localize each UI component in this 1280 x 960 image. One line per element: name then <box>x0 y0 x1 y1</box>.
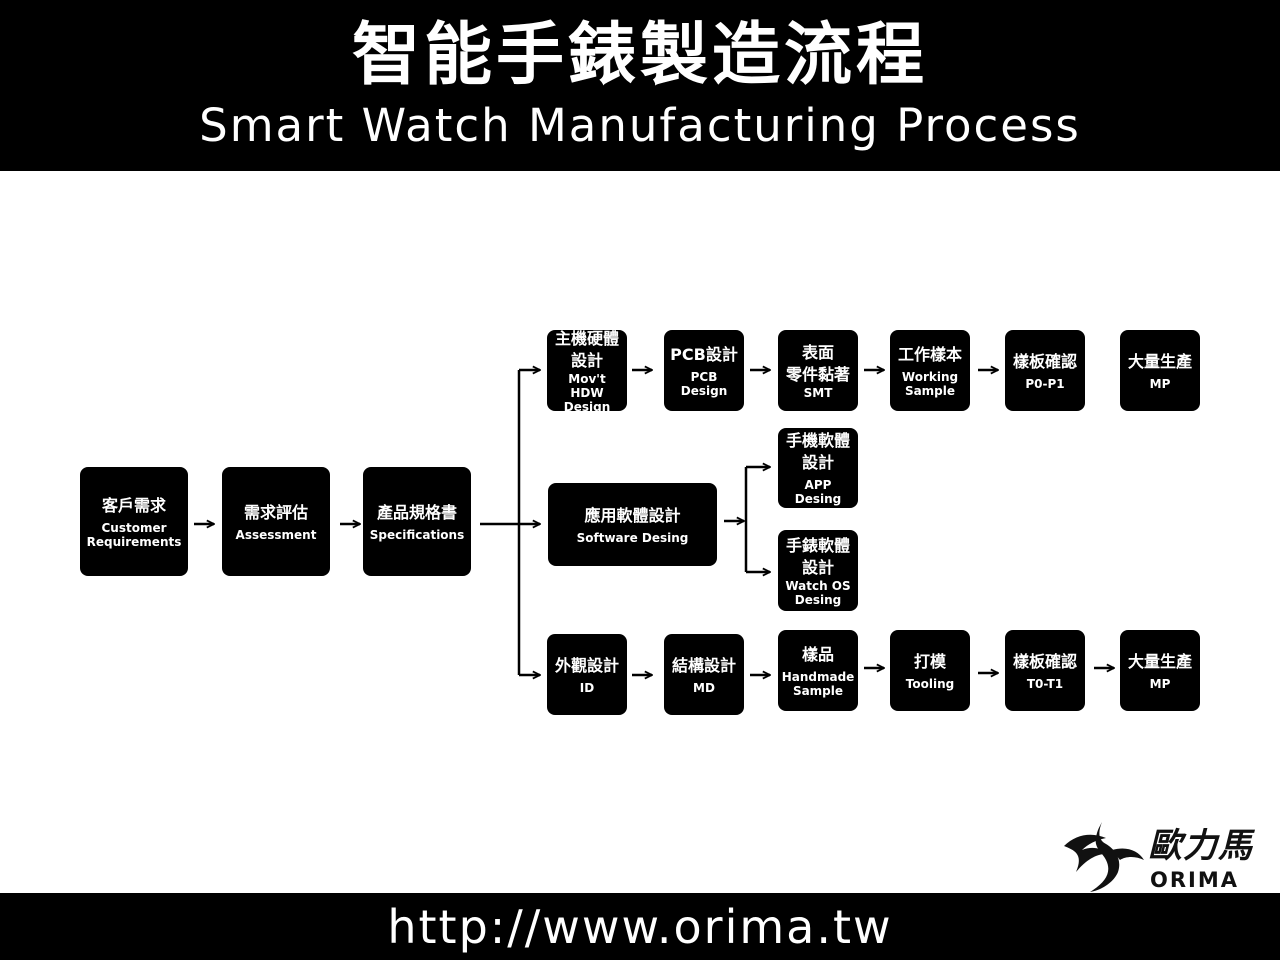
node-app-design: 手機軟體 設計 APP Desing <box>778 428 858 508</box>
node-label-zh: 應用軟體設計 <box>584 505 681 525</box>
node-label-zh: 外觀設計 <box>554 655 619 675</box>
node-label-zh: 表面 零件黏著 <box>785 342 850 384</box>
node-software-design: 應用軟體設計 Software Desing <box>548 483 717 566</box>
node-label-en: MD <box>693 680 715 695</box>
orima-emblem-icon <box>1064 822 1144 892</box>
node-label-en: Customer Requirements <box>86 520 182 549</box>
node-label-zh: 手錶軟體 設計 <box>785 535 850 577</box>
node-mass-production-top: 大量生產 MP <box>1120 330 1200 411</box>
node-label-en: T0-T1 <box>1026 676 1064 691</box>
node-label-zh: 打模 <box>913 651 946 671</box>
logo-text-chinese: 歐力馬 <box>1148 826 1253 866</box>
node-label-zh: 大量生產 <box>1127 351 1192 371</box>
footer-website-link[interactable]: http://www.orima.tw <box>387 900 893 954</box>
node-t0-t1: 樣板確認 T0-T1 <box>1005 630 1085 711</box>
node-label-zh: 手機軟體 設計 <box>785 431 850 472</box>
node-label-en: Assessment <box>235 527 317 542</box>
node-handmade-sample: 樣品 Handmade Sample <box>778 630 858 711</box>
node-assessment: 需求評估 Assessment <box>222 467 330 576</box>
node-pcb-design: PCB設計 PCB Design <box>664 330 744 411</box>
node-label-zh: 產品規格書 <box>376 502 457 522</box>
node-label-en: MP <box>1149 676 1171 691</box>
node-label-en: SMT <box>803 385 833 400</box>
node-label-zh: 需求評估 <box>243 502 308 522</box>
orima-logo: 歐力馬 ORIMA <box>1062 820 1272 894</box>
node-industrial-design: 外觀設計 ID <box>547 634 627 715</box>
node-label-zh: 樣品 <box>801 644 834 664</box>
node-label-zh: 樣板確認 <box>1012 351 1077 371</box>
node-mass-production-bottom: 大量生產 MP <box>1120 630 1200 711</box>
node-label-en: Specifications <box>369 527 465 542</box>
node-p0-p1: 樣板確認 P0-P1 <box>1005 330 1085 411</box>
node-label-zh: 樣板確認 <box>1012 651 1077 671</box>
node-label-en: Working Sample <box>901 369 959 398</box>
node-label-en: P0-P1 <box>1025 376 1065 391</box>
node-tooling: 打模 Tooling <box>890 630 970 711</box>
node-specifications: 產品規格書 Specifications <box>363 467 471 576</box>
node-hdw-design: 主機硬體 設計 Mov't HDW Design <box>547 328 627 414</box>
node-label-zh: PCB設計 <box>670 344 738 364</box>
node-label-en: PCB Design <box>680 369 728 398</box>
node-watch-os-design: 手錶軟體 設計 Watch OS Desing <box>778 530 858 611</box>
node-smt: 表面 零件黏著 SMT <box>778 330 858 411</box>
page-title-english: Smart Watch Manufacturing Process <box>199 99 1081 152</box>
node-label-zh: 工作樣本 <box>897 344 962 364</box>
header-banner: 智能手錶製造流程 Smart Watch Manufacturing Proce… <box>0 0 1280 171</box>
node-label-en: APP Desing <box>794 478 842 506</box>
footer-banner: http://www.orima.tw <box>0 893 1280 960</box>
node-label-en: MP <box>1149 376 1171 391</box>
page-title-chinese: 智能手錶製造流程 <box>351 16 928 95</box>
node-label-zh: 主機硬體 設計 <box>554 328 619 370</box>
node-label-en: Mov't HDW Design <box>563 371 611 414</box>
node-mechanical-design: 結構設計 MD <box>664 634 744 715</box>
node-label-zh: 大量生產 <box>1127 651 1192 671</box>
node-customer-requirements: 客戶需求 Customer Requirements <box>80 467 188 576</box>
node-label-en: Tooling <box>905 676 955 691</box>
node-label-en: Software Desing <box>576 530 689 545</box>
node-label-en: Handmade Sample <box>781 669 855 698</box>
node-label-zh: 客戶需求 <box>101 495 166 515</box>
node-label-en: ID <box>579 680 595 695</box>
node-label-en: Watch OS Desing <box>785 578 851 607</box>
node-label-zh: 結構設計 <box>671 655 736 675</box>
logo-text-english: ORIMA <box>1150 868 1239 892</box>
node-working-sample: 工作樣本 Working Sample <box>890 330 970 411</box>
